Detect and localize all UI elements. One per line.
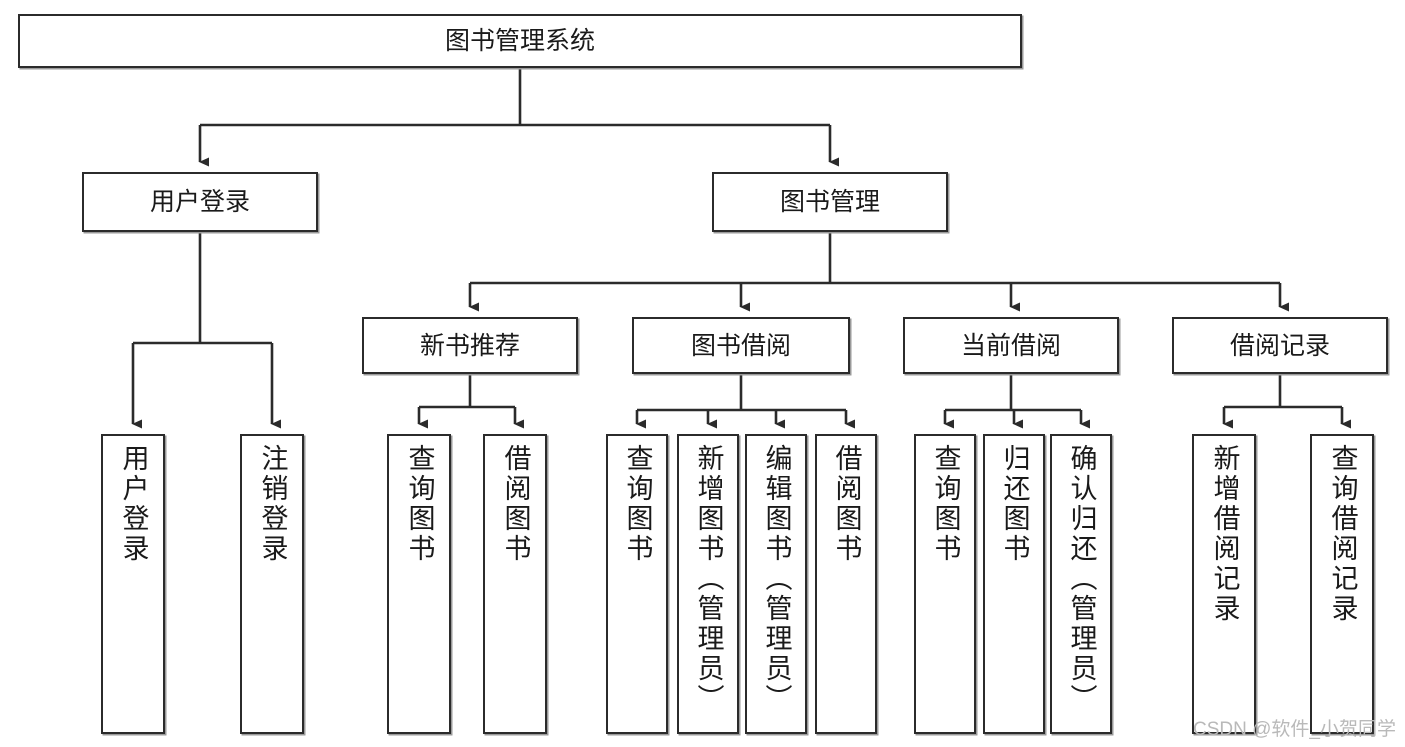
node-leaf-borrow-book-2[interactable]: 借阅图书	[815, 434, 877, 734]
node-leaf-user-logout[interactable]: 注销登录	[240, 434, 304, 734]
node-label: 归还图书	[999, 444, 1030, 564]
node-label: 借阅图书	[831, 444, 862, 564]
node-label: 查询图书	[930, 444, 961, 564]
node-label: 注销登录	[257, 444, 288, 564]
node-leaf-confirm-return[interactable]: 确认归还（管理员）	[1050, 434, 1112, 734]
node-label: 图书借阅	[690, 331, 791, 360]
node-label: 查询图书	[404, 444, 435, 564]
node-user-login[interactable]: 用户登录	[82, 172, 318, 232]
watermark-text: CSDN @软件_小贺同学	[1193, 719, 1396, 740]
node-leaf-borrow-book-1[interactable]: 借阅图书	[483, 434, 547, 734]
node-label: 用户登录	[118, 444, 149, 564]
node-label: 用户登录	[149, 188, 250, 216]
node-root[interactable]: 图书管理系统	[18, 14, 1022, 68]
node-label: 新增图书（管理员）	[693, 444, 724, 714]
node-label: 查询图书	[622, 444, 653, 564]
node-book-manage[interactable]: 图书管理	[712, 172, 948, 232]
node-leaf-edit-book[interactable]: 编辑图书（管理员）	[745, 434, 807, 734]
node-leaf-return-book[interactable]: 归还图书	[983, 434, 1045, 734]
node-leaf-query-book-1[interactable]: 查询图书	[387, 434, 451, 734]
node-label: 新书推荐	[419, 331, 520, 360]
node-leaf-add-book[interactable]: 新增图书（管理员）	[677, 434, 739, 734]
node-leaf-add-record[interactable]: 新增借阅记录	[1192, 434, 1256, 734]
node-label: 新增借阅记录	[1209, 444, 1240, 624]
node-leaf-query-record[interactable]: 查询借阅记录	[1310, 434, 1374, 734]
node-label: 图书管理	[779, 188, 880, 216]
node-label: 确认归还（管理员）	[1066, 444, 1097, 714]
node-leaf-query-book-2[interactable]: 查询图书	[606, 434, 668, 734]
node-new-book-rec[interactable]: 新书推荐	[362, 317, 578, 374]
node-current-borrow[interactable]: 当前借阅	[903, 317, 1119, 374]
node-leaf-user-login[interactable]: 用户登录	[101, 434, 165, 734]
node-label: 借阅记录	[1229, 331, 1330, 360]
node-borrow-record[interactable]: 借阅记录	[1172, 317, 1388, 374]
node-leaf-query-book-3[interactable]: 查询图书	[914, 434, 976, 734]
node-label: 编辑图书（管理员）	[761, 444, 792, 714]
node-label: 借阅图书	[500, 444, 531, 564]
node-label: 当前借阅	[960, 331, 1061, 360]
node-book-borrow[interactable]: 图书借阅	[632, 317, 850, 374]
node-label: 图书管理系统	[444, 27, 595, 55]
node-label: 查询借阅记录	[1327, 444, 1358, 624]
